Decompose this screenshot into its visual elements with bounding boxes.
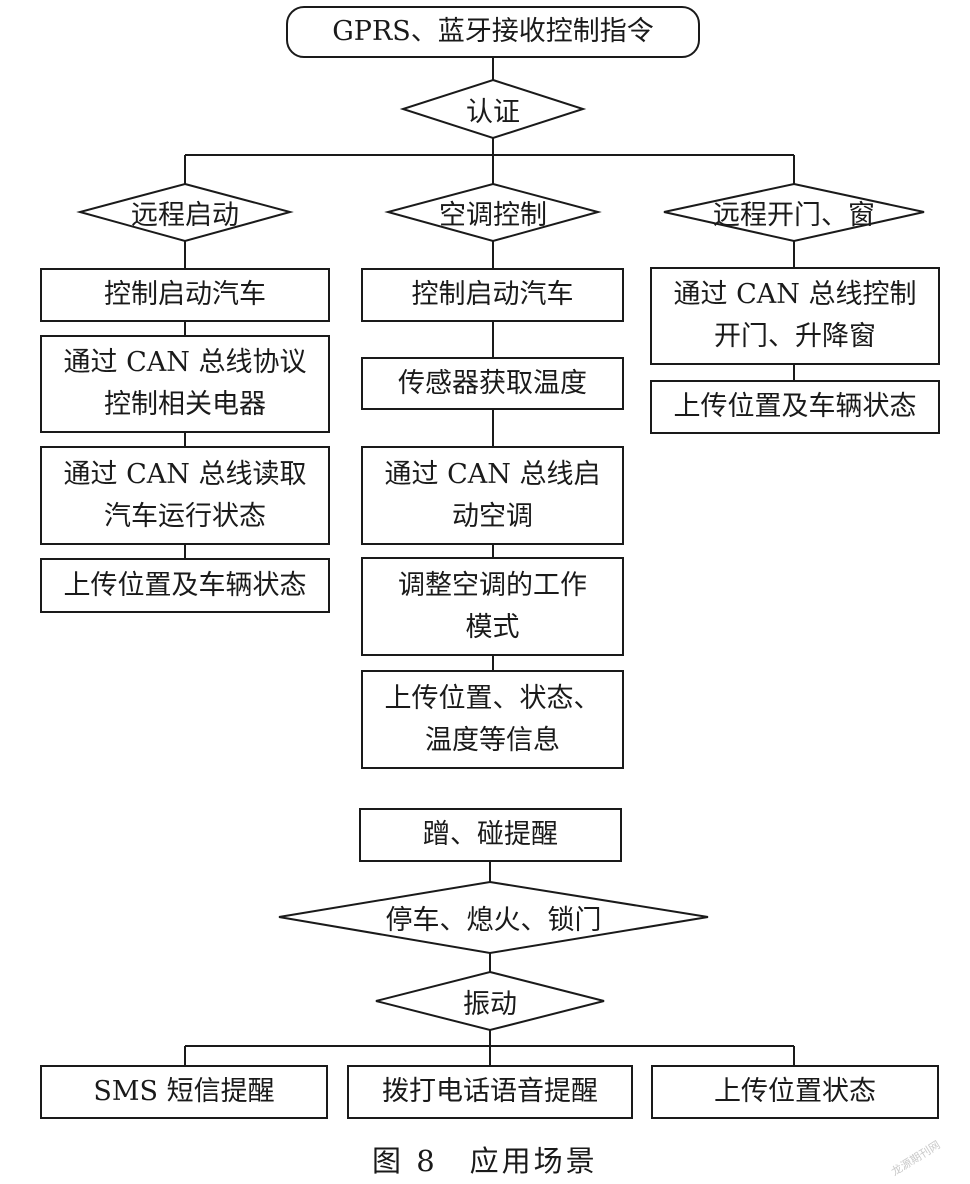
- ac-step-1: 控制启动汽车: [361, 268, 624, 322]
- ac-step-2: 传感器获取温度: [361, 357, 624, 410]
- start-node: GPRS、蓝牙接收控制指令: [286, 6, 700, 58]
- ac-step-3: 通过 CAN 总线启 动空调: [361, 446, 624, 545]
- auth-decision-label: 认证: [466, 96, 520, 128]
- figure-caption: 图 8 应用场景: [372, 1144, 598, 1178]
- alert-trigger-node: 蹭、碰提醒: [359, 808, 622, 862]
- ac-control-diamond-shape: [384, 182, 602, 243]
- action-call: 拨打电话语音提醒: [347, 1065, 633, 1119]
- remote-start-step-4: 上传位置及车辆状态: [40, 558, 330, 613]
- auth-diamond-shape: [399, 78, 587, 140]
- action-upload: 上传位置状态: [651, 1065, 939, 1119]
- ac-step-5: 上传位置、状态、 温度等信息: [361, 670, 624, 769]
- door-step-1: 通过 CAN 总线控制 开门、升降窗: [650, 267, 940, 365]
- remote-start-step-1: 控制启动汽车: [40, 268, 330, 322]
- condition-diamond-shape: [278, 880, 709, 955]
- remote-start-step-2: 通过 CAN 总线协议 控制相关电器: [40, 335, 330, 433]
- action-sms: SMS 短信提醒: [40, 1065, 328, 1119]
- remote-door-diamond-shape: [663, 182, 925, 243]
- remote-start-decision-label: 远程启动: [131, 200, 239, 231]
- vibration-diamond-shape: [375, 970, 605, 1032]
- remote-start-step-3: 通过 CAN 总线读取 汽车运行状态: [40, 446, 330, 545]
- ac-step-4: 调整空调的工作 模式: [361, 557, 624, 656]
- vibration-decision-label: 振动: [463, 988, 517, 1020]
- door-step-2: 上传位置及车辆状态: [650, 380, 940, 434]
- condition-decision-label: 停车、熄火、锁门: [385, 905, 602, 936]
- ac-control-decision-label: 空调控制: [439, 200, 547, 231]
- remote-door-decision-label: 远程开门、窗: [713, 200, 875, 231]
- remote-start-diamond-shape: [76, 182, 294, 243]
